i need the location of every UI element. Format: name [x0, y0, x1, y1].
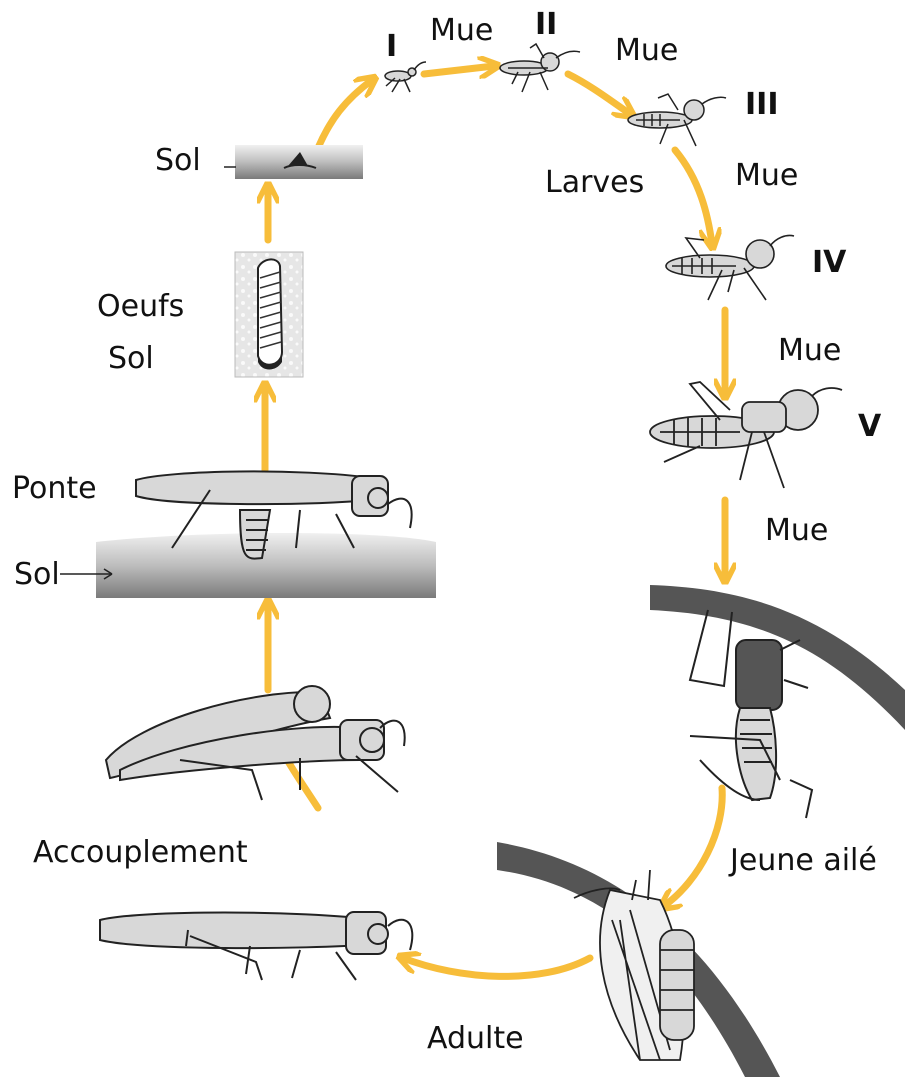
moult-label-1: Mue	[430, 13, 493, 48]
arrow-winged-to-moult	[664, 788, 722, 906]
arrow-larva2-to-larva3	[568, 74, 630, 114]
moult-label-4: Mue	[778, 333, 841, 368]
larva-stage-4	[666, 235, 794, 300]
arrow-soil-to-larva1	[318, 80, 372, 148]
mating-locusts	[106, 686, 405, 800]
soil-label-top: Sol	[155, 143, 201, 178]
arrow-larva1-to-larva2	[424, 66, 494, 74]
mating-label: Accouplement	[33, 835, 248, 870]
labels: I Mue II Mue III Larves Mue IV Mue V Mue…	[12, 7, 882, 1056]
stage-label-1: I	[386, 29, 397, 64]
stage-label-2: II	[535, 7, 557, 42]
soil-label-laying: Sol	[14, 557, 60, 592]
stage-label-3: III	[745, 87, 779, 122]
moult-label-2: Mue	[615, 33, 678, 68]
stage-label-5: V	[858, 409, 882, 444]
arrow-moult-to-adult	[403, 958, 590, 976]
cycle-arrows	[265, 66, 725, 976]
larvae-label: Larves	[545, 165, 644, 200]
winged-young-label: Jeune ailé	[728, 843, 877, 878]
egg-pod	[235, 252, 303, 377]
arrow-larva3-to-larva4	[675, 150, 712, 244]
adult-locust	[100, 912, 412, 980]
laying-label: Ponte	[12, 471, 97, 506]
larva-stage-1	[385, 62, 426, 92]
soil-label-eggs: Sol	[108, 341, 154, 376]
larva-stage-3	[628, 94, 726, 146]
moult-label-3: Mue	[735, 158, 798, 193]
larva-stage-5	[650, 382, 842, 488]
stage-label-4: IV	[812, 245, 847, 280]
eggs-label: Oeufs	[97, 289, 184, 324]
larva-stage-2	[500, 44, 580, 92]
adult-label: Adulte	[427, 1021, 524, 1056]
moult-label-5: Mue	[765, 513, 828, 548]
soil-hatch-strip	[224, 145, 363, 179]
